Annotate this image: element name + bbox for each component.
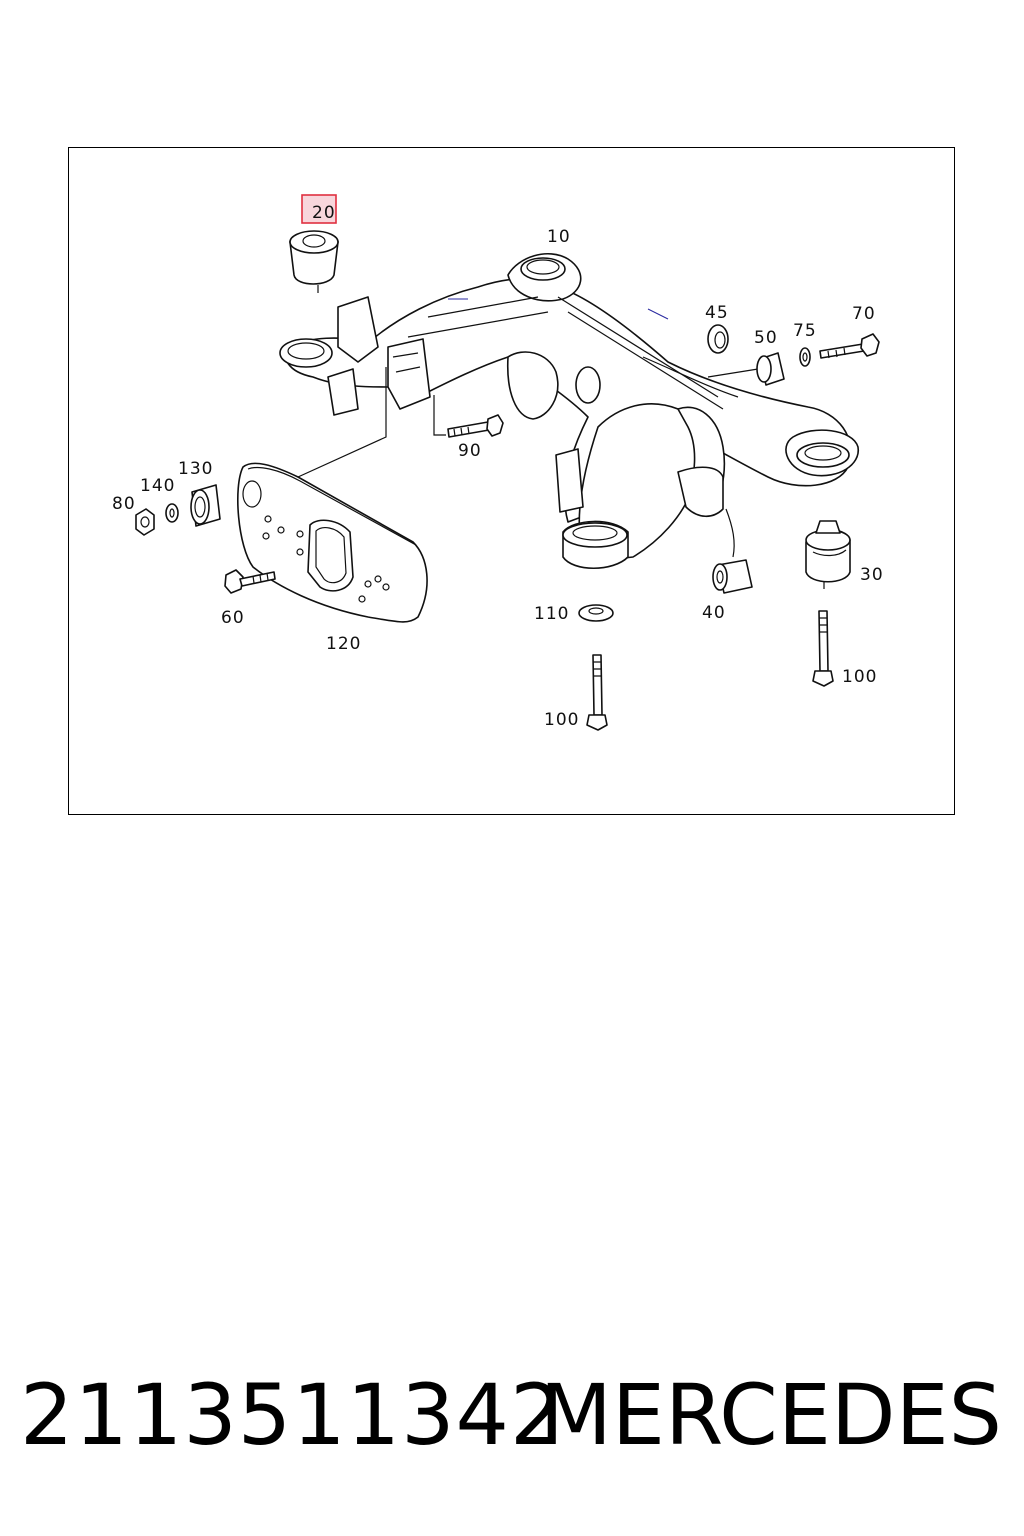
brand-name: MERCEDES: [539, 1366, 1002, 1464]
bolt-part-60[interactable]: [224, 569, 276, 594]
collar-part-45[interactable]: [707, 324, 729, 354]
bolt-part-100-right[interactable]: [812, 610, 834, 687]
bushing-part-50[interactable]: [756, 352, 785, 386]
label-40: 40: [702, 603, 726, 623]
label-120: 120: [326, 634, 361, 654]
washer-part-110[interactable]: [578, 604, 614, 622]
bushing-part-20[interactable]: [289, 194, 339, 293]
label-45: 45: [705, 303, 729, 323]
label-20: 20: [312, 203, 336, 223]
label-140: 140: [140, 476, 175, 496]
subframe-part-10[interactable]: [279, 253, 859, 569]
label-90: 90: [458, 441, 482, 461]
nut-part-80[interactable]: [135, 508, 155, 536]
label-100-right: 100: [842, 667, 877, 687]
washer-part-140[interactable]: [165, 503, 179, 523]
highlight-box: [301, 194, 337, 224]
label-80: 80: [112, 494, 136, 514]
label-110: 110: [534, 604, 569, 624]
bushing-part-40[interactable]: [712, 559, 753, 594]
label-50: 50: [754, 328, 778, 348]
bolt-part-90[interactable]: [447, 414, 504, 438]
bolt-part-100-center[interactable]: [586, 654, 608, 731]
part-number: 2113511342: [20, 1366, 565, 1464]
label-70: 70: [852, 304, 876, 324]
bolt-part-70[interactable]: [819, 333, 880, 359]
parts-diagram: 10 20 45 50 75 70 90 130 140 80 60 120 1…: [112, 194, 884, 731]
bushing-part-130[interactable]: [190, 484, 221, 527]
footer: 2113511342 MERCEDES: [0, 1360, 1024, 1470]
label-75: 75: [793, 321, 817, 341]
label-100-center: 100: [544, 710, 579, 730]
label-60: 60: [221, 608, 245, 628]
label-10: 10: [547, 227, 571, 247]
label-130: 130: [178, 459, 213, 479]
washer-part-75[interactable]: [799, 347, 811, 367]
mount-part-30[interactable]: [805, 520, 851, 589]
label-30: 30: [860, 565, 884, 585]
cover-plate-part-120[interactable]: [237, 462, 428, 623]
